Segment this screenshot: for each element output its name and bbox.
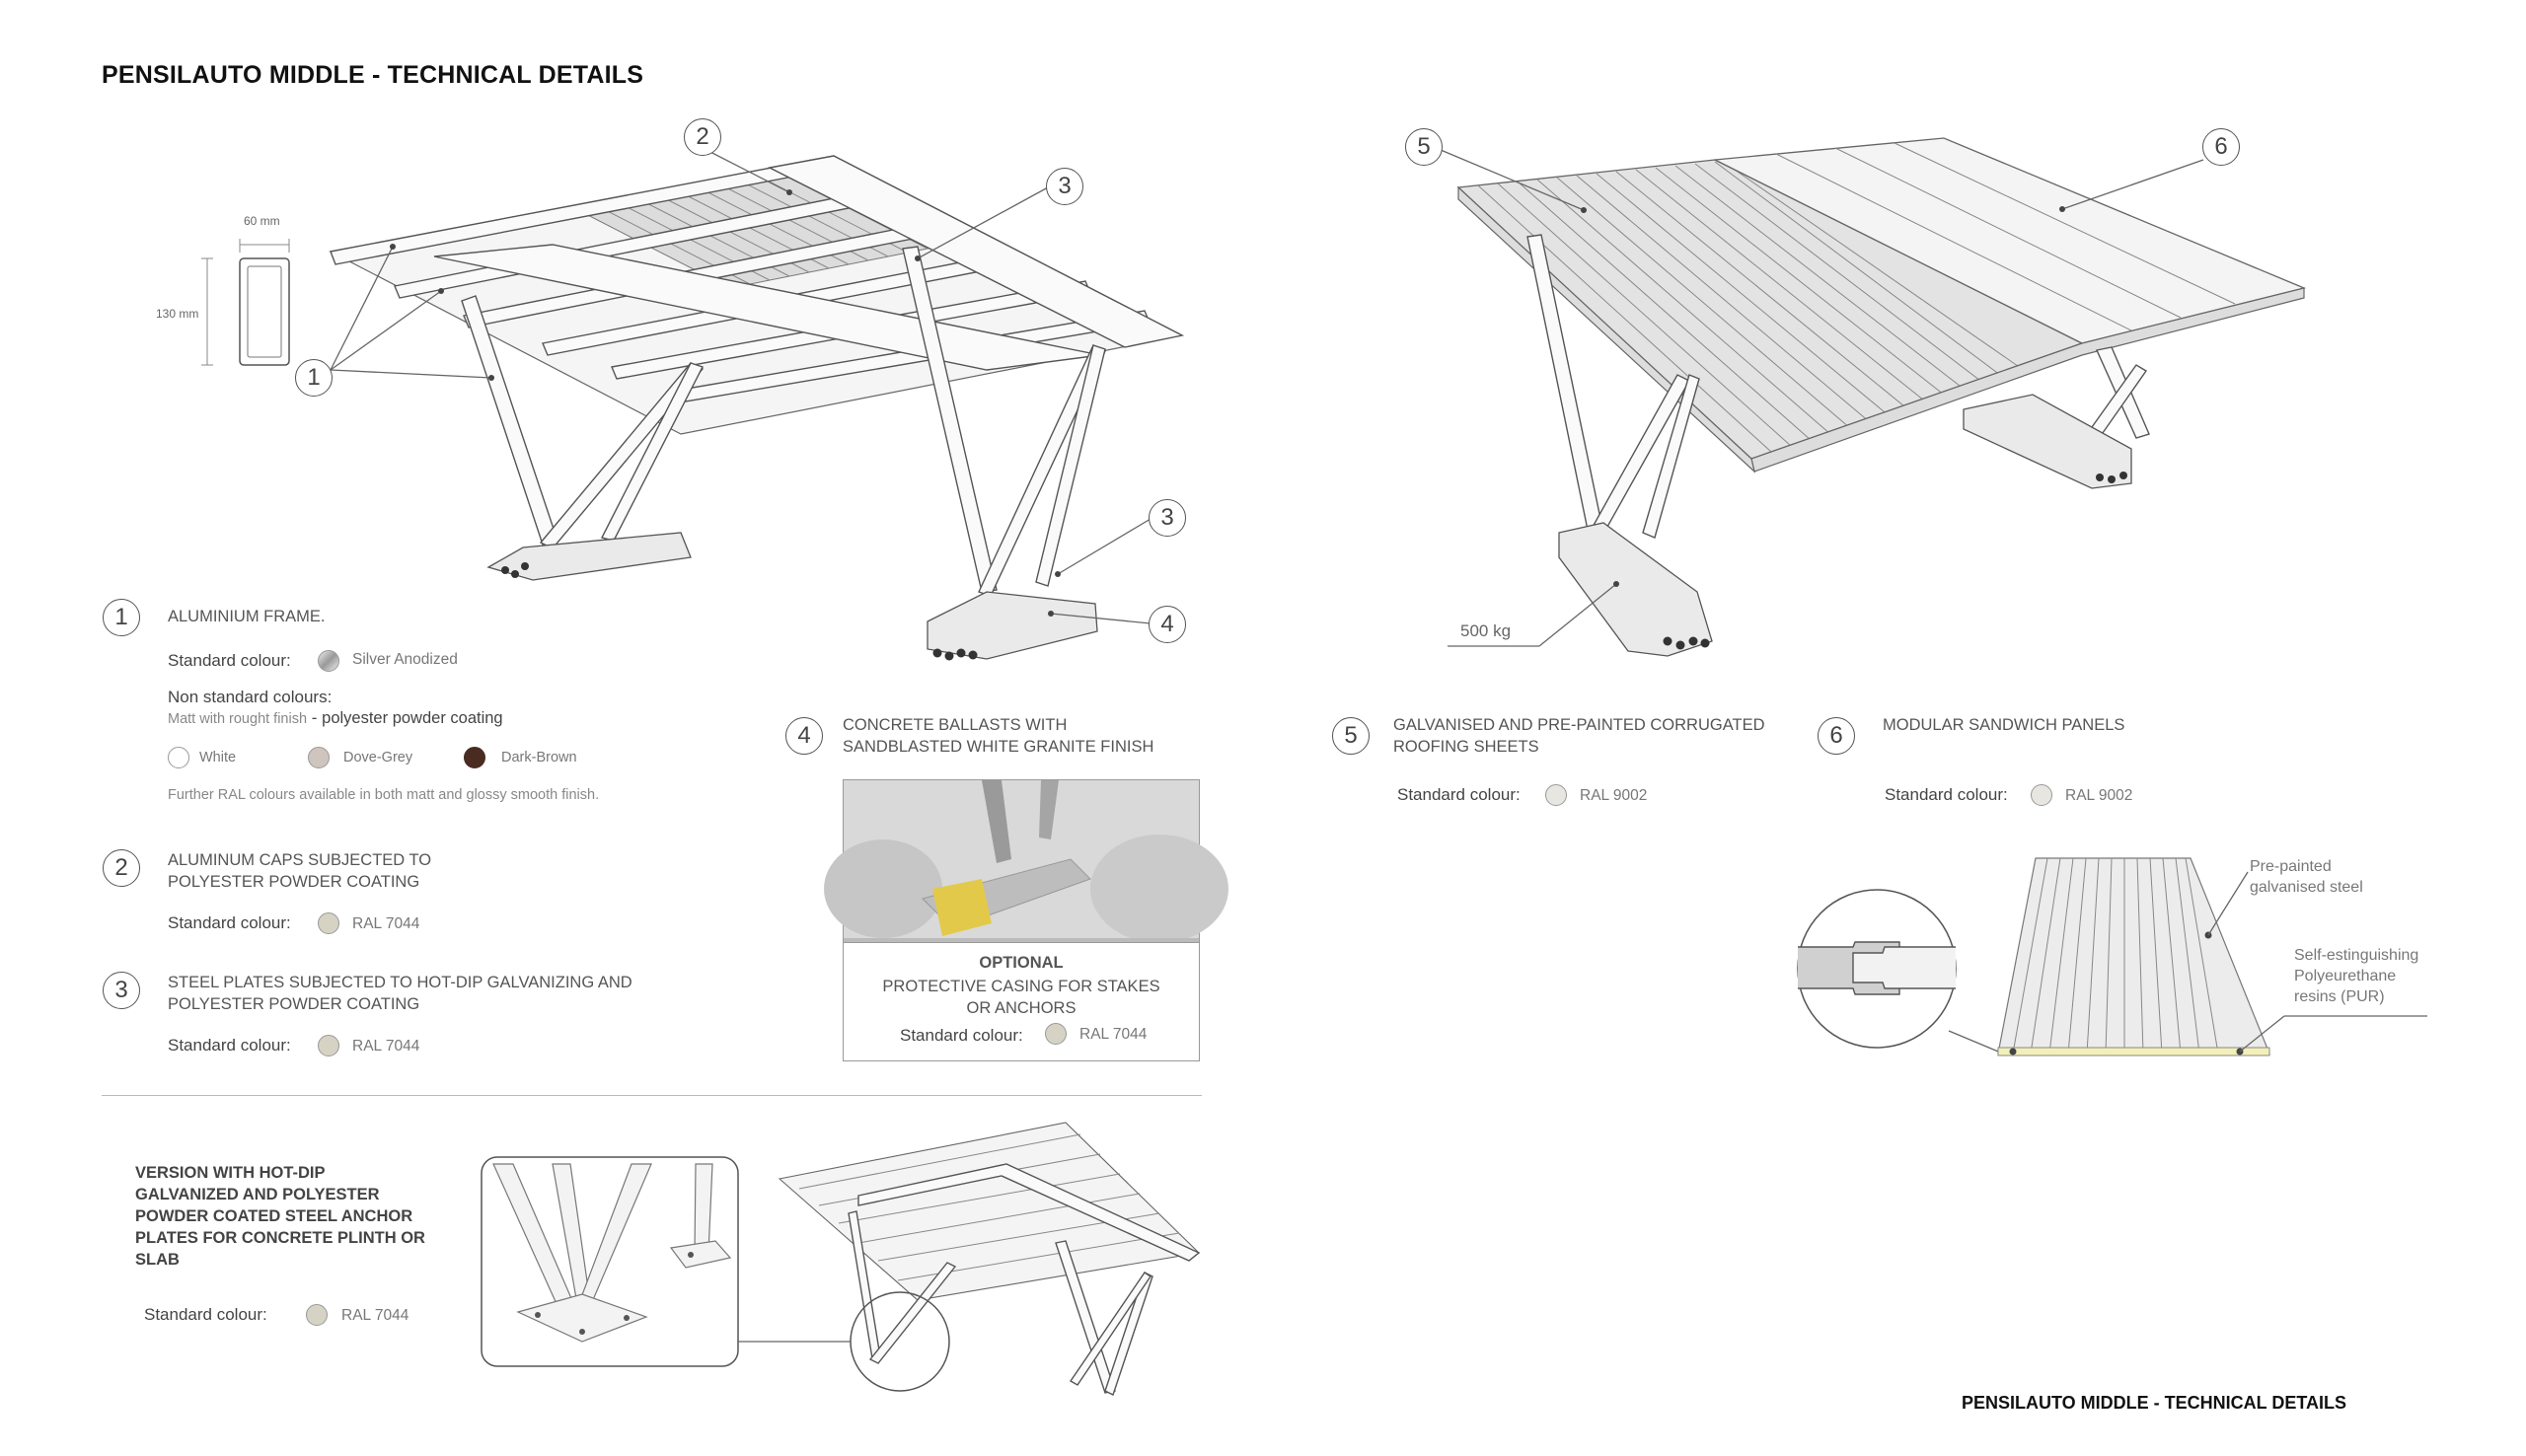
ral-7044-swatch bbox=[306, 1304, 328, 1326]
profile-height-label: 130 mm bbox=[156, 307, 199, 321]
weight-label: 500 kg bbox=[1460, 621, 1512, 640]
item-5-title-l1: GALVANISED AND PRE-PAINTED CORRUGATED bbox=[1393, 716, 1765, 734]
item-2-title-l1: ALUMINUM CAPS SUBJECTED TO bbox=[168, 851, 432, 869]
footer-title: PENSILAUTO MIDDLE - TECHNICAL DETAILS bbox=[1962, 1393, 2347, 1413]
sandwich-panel-diagram bbox=[1797, 857, 2427, 1056]
version-title-l3: POWDER COATED STEEL ANCHOR bbox=[135, 1207, 413, 1225]
item-1-further: Further RAL colours available in both ma… bbox=[168, 787, 600, 803]
item-6-number: 6 bbox=[1818, 717, 1855, 755]
version-std-label: Standard colour: bbox=[144, 1305, 267, 1324]
optional-l2: OR ANCHORS bbox=[966, 999, 1077, 1017]
item-1-nonstd-label: Non standard colours: bbox=[168, 688, 333, 706]
item-2-title-l2: POLYESTER POWDER COATING bbox=[168, 873, 420, 891]
version-title-l2: GALVANIZED AND POLYESTER bbox=[135, 1186, 380, 1203]
ral-7044-swatch bbox=[318, 912, 339, 934]
section-divider bbox=[102, 1095, 1202, 1096]
carport-frame-drawing bbox=[201, 147, 1185, 661]
version-title: VERSION WITH HOT-DIP GALVANIZED AND POLY… bbox=[135, 1162, 425, 1271]
ral-9002-swatch bbox=[1545, 784, 1567, 806]
item-1-number: 1 bbox=[103, 599, 140, 636]
item-5-std-value: RAL 9002 bbox=[1580, 787, 1648, 804]
silver-anodized-swatch bbox=[318, 650, 339, 672]
item-6-std-value: RAL 9002 bbox=[2065, 787, 2133, 804]
item-2-std-value: RAL 7044 bbox=[352, 915, 420, 932]
version-title-l1: VERSION WITH HOT-DIP bbox=[135, 1164, 326, 1182]
finish-strong: polyester powder coating bbox=[322, 709, 503, 727]
item-3-title-l2: POLYESTER POWDER COATING bbox=[168, 995, 420, 1013]
ral-9002-swatch bbox=[2031, 784, 2052, 806]
item-4-title-l1: CONCRETE BALLASTS WITH bbox=[843, 716, 1068, 734]
ral-7044-swatch bbox=[318, 1035, 339, 1056]
colour-dark-brown-label: Dark-Brown bbox=[501, 750, 577, 765]
item-5-number: 5 bbox=[1332, 717, 1370, 755]
item-1-std-label: Standard colour: bbox=[168, 651, 291, 670]
item-4-std-label: Standard colour: bbox=[900, 1026, 1023, 1045]
label-pur-l3: resins (PUR) bbox=[2294, 988, 2385, 1005]
finish-note: Matt with rought finish bbox=[168, 711, 308, 727]
optional-l1: PROTECTIVE CASING FOR STAKES bbox=[882, 978, 1160, 995]
white-swatch bbox=[168, 747, 189, 768]
item-3-std-label: Standard colour: bbox=[168, 1036, 291, 1055]
callout-2: 2 bbox=[684, 118, 721, 156]
version-title-l4: PLATES FOR CONCRETE PLINTH OR bbox=[135, 1229, 425, 1247]
item-5-std-label: Standard colour: bbox=[1397, 785, 1521, 804]
optional-casing-box: OPTIONAL PROTECTIVE CASING FOR STAKES OR… bbox=[824, 779, 1228, 1061]
item-6-std-label: Standard colour: bbox=[1885, 785, 2008, 804]
profile-width-label: 60 mm bbox=[244, 214, 280, 228]
item-1-std-value: Silver Anodized bbox=[352, 651, 458, 668]
version-std-value: RAL 7044 bbox=[341, 1307, 409, 1324]
callout-3-bottom: 3 bbox=[1149, 499, 1186, 537]
callout-4: 4 bbox=[1149, 606, 1186, 643]
item-4-number: 4 bbox=[785, 717, 823, 755]
colour-dove-grey-label: Dove-Grey bbox=[343, 750, 413, 765]
protective-casing-photo bbox=[824, 780, 1228, 943]
label-pur-l2: Polyeurethane bbox=[2294, 968, 2397, 984]
label-prepainted-l2: galvanised steel bbox=[2250, 879, 2363, 896]
item-2-number: 2 bbox=[103, 849, 140, 887]
item-4-title-l2: SANDBLASTED WHITE GRANITE FINISH bbox=[843, 738, 1154, 756]
dark-brown-swatch bbox=[464, 747, 485, 768]
item-2-std-label: Standard colour: bbox=[168, 913, 291, 932]
colour-white-label: White bbox=[199, 750, 237, 765]
page-title: PENSILAUTO MIDDLE - TECHNICAL DETAILS bbox=[102, 61, 644, 89]
item-1-finish: Matt with rought finish - polyester powd… bbox=[168, 708, 503, 728]
carport-roof-drawing bbox=[1440, 137, 2307, 657]
label-prepainted-l1: Pre-painted bbox=[2250, 858, 2332, 875]
label-pur-l1: Self-estinguishing bbox=[2294, 947, 2419, 964]
callout-1: 1 bbox=[295, 359, 333, 397]
dove-grey-swatch bbox=[308, 747, 330, 768]
item-1-title: ALUMINIUM FRAME. bbox=[168, 608, 326, 625]
callout-3-top: 3 bbox=[1046, 168, 1083, 205]
ral-7044-swatch bbox=[1045, 1023, 1067, 1045]
callout-5: 5 bbox=[1405, 128, 1443, 166]
callout-6: 6 bbox=[2202, 128, 2240, 166]
item-3-std-value: RAL 7044 bbox=[352, 1038, 420, 1055]
item-3-number: 3 bbox=[103, 972, 140, 1009]
item-3-title-l1: STEEL PLATES SUBJECTED TO HOT-DIP GALVAN… bbox=[168, 974, 632, 991]
version-title-l5: SLAB bbox=[135, 1251, 180, 1269]
optional-title: OPTIONAL bbox=[979, 954, 1064, 972]
finish-sep: - bbox=[307, 708, 323, 727]
item-6-title: MODULAR SANDWICH PANELS bbox=[1883, 716, 2125, 734]
item-5-title-l2: ROOFING SHEETS bbox=[1393, 738, 1539, 756]
item-4-std-value: RAL 7044 bbox=[1079, 1026, 1148, 1043]
